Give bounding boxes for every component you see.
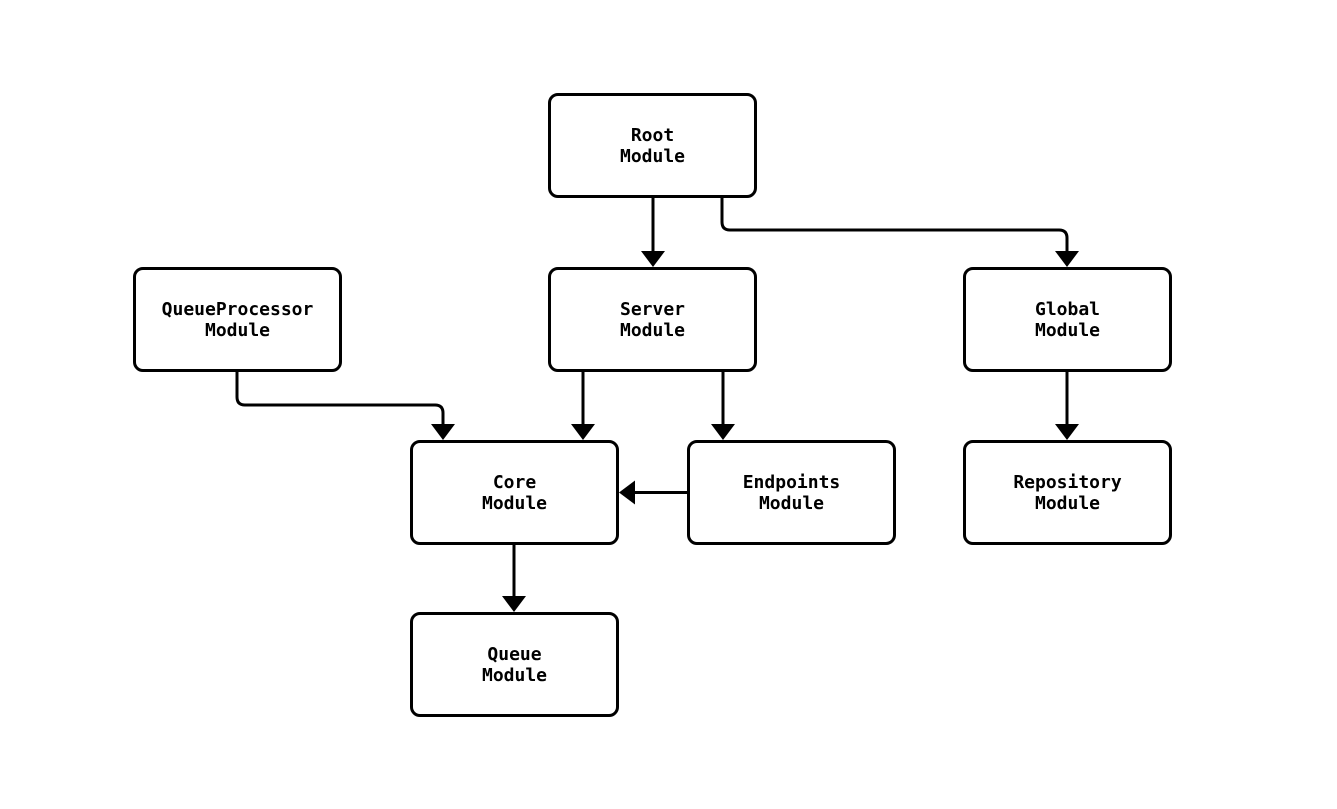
edge-queueprocessor-to-core [235,372,455,440]
edge-global-to-repository [1055,372,1079,440]
node-queue-module: Queue Module [410,612,619,717]
node-root-module: Root Module [548,93,757,198]
node-label: Core Module [481,471,548,514]
node-repository-module: Repository Module [963,440,1172,545]
edge-core-to-queue [502,545,526,612]
node-queueprocessor-module: QueueProcessor Module [133,267,342,372]
node-label: Global Module [1034,298,1101,341]
edge-server-to-endpoints [711,372,735,440]
edge-server-to-core [571,372,595,440]
node-label: QueueProcessor Module [161,298,314,341]
node-global-module: Global Module [963,267,1172,372]
node-server-module: Server Module [548,267,757,372]
node-label: Repository Module [1013,471,1122,514]
node-core-module: Core Module [410,440,619,545]
edge-endpoints-to-core [619,480,687,505]
edge-root-to-server [641,198,665,267]
node-label: Endpoints Module [742,471,841,514]
node-label: Queue Module [481,643,548,686]
edge-root-to-global [720,198,1079,267]
node-label: Root Module [619,124,686,167]
node-label: Server Module [619,298,686,341]
node-endpoints-module: Endpoints Module [687,440,896,545]
